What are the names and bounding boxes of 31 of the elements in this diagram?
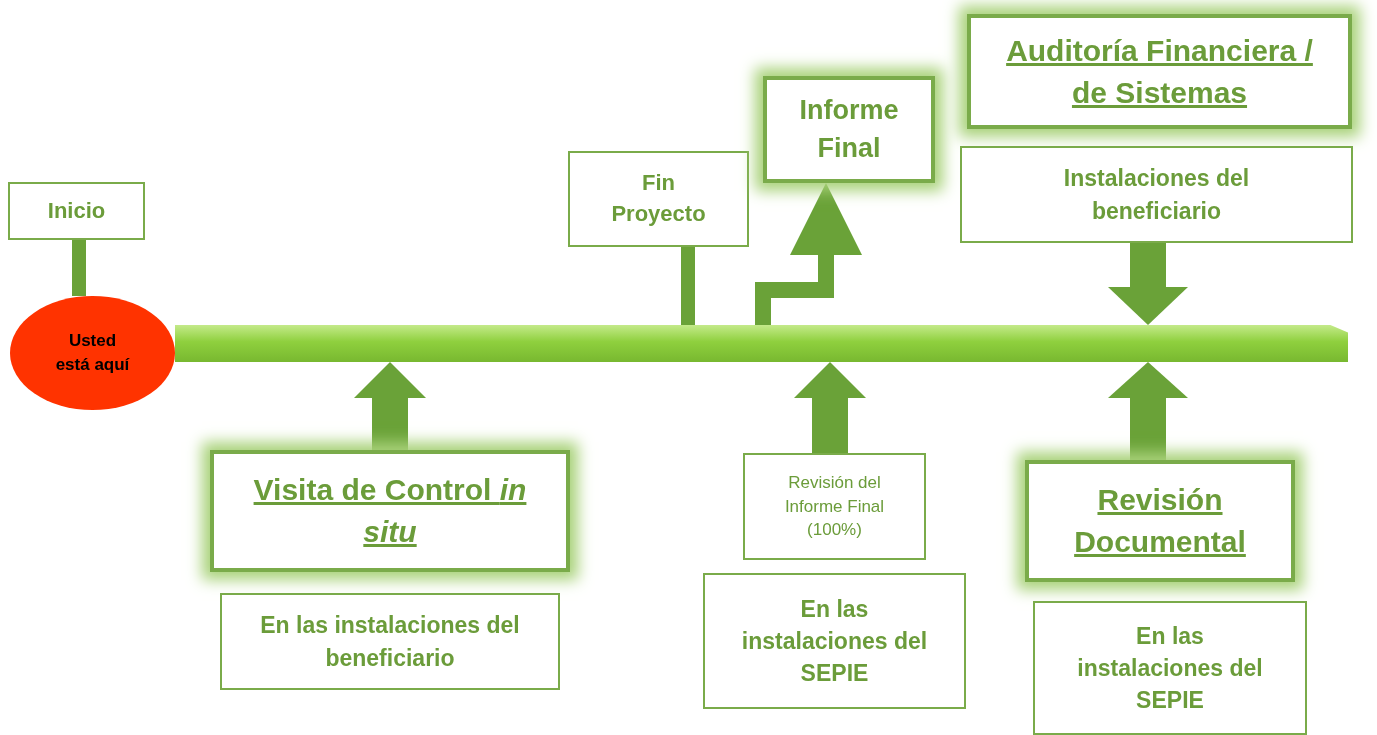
box-text: Usted está aquí — [54, 330, 131, 376]
location-box — [960, 146, 1353, 243]
review-note-box — [743, 453, 926, 560]
arrow — [354, 362, 426, 450]
milestone-box — [763, 76, 935, 183]
arrow — [794, 362, 866, 453]
box-text: Instalaciones del beneficiario — [1062, 164, 1251, 226]
connector-line — [72, 240, 86, 296]
connector-line — [681, 247, 695, 325]
milestone-box — [8, 182, 145, 240]
audit-heading-box — [967, 14, 1352, 129]
heading-text: Auditoría Financiera / de Sistemas — [1005, 32, 1314, 111]
heading-text: Revisión Documental — [1073, 482, 1247, 560]
heading-text: Informe Final — [798, 93, 900, 165]
box-text: Revisión del Informe Final (100%) — [783, 471, 886, 542]
heading-text: Visita de Control in situ — [252, 472, 528, 550]
timeline-bar — [175, 325, 1348, 362]
box-text: En las instalaciones del beneficiario — [259, 611, 521, 673]
location-box — [220, 593, 560, 690]
milestone-box — [568, 151, 749, 247]
location-box — [703, 573, 966, 709]
arrow — [1108, 243, 1188, 325]
box-text: Fin Proyecto — [610, 169, 707, 228]
box-text: En las instalaciones del SEPIE — [1076, 621, 1264, 716]
visit-heading-box — [210, 450, 570, 572]
box-text: En las instalaciones del SEPIE — [740, 594, 929, 689]
arrow — [1108, 362, 1188, 460]
location-box — [1033, 601, 1307, 735]
arrow — [755, 183, 862, 325]
box-text: Inicio — [47, 196, 106, 225]
review-heading-box — [1025, 460, 1295, 582]
